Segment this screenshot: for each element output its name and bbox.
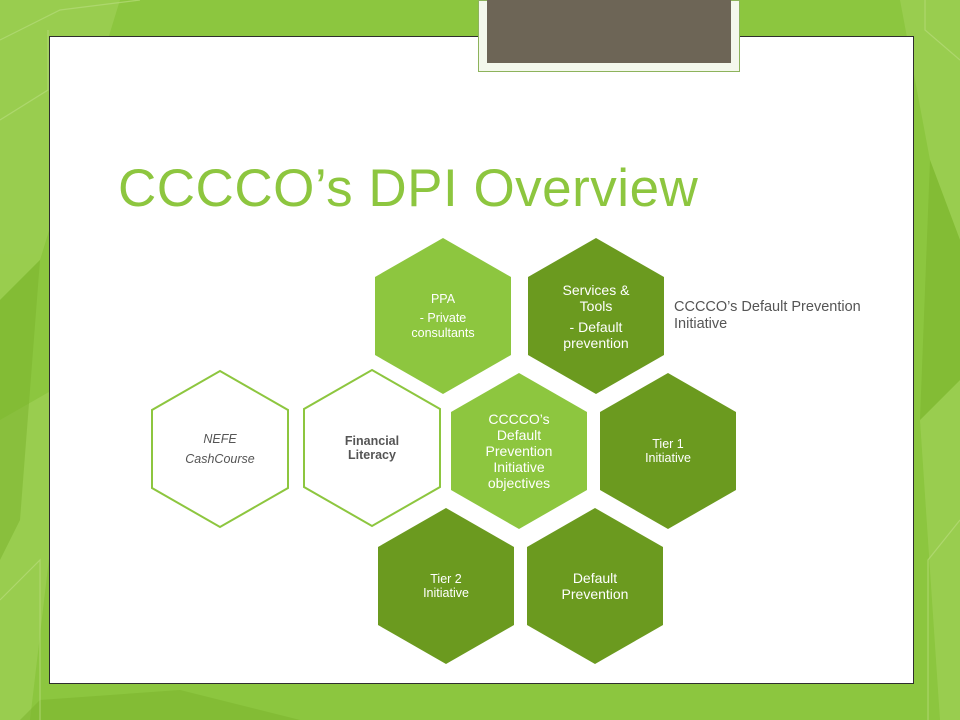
- hex-ppa-line: consultants: [411, 325, 475, 340]
- hex-services-tools-line: Services &: [562, 281, 630, 298]
- hex-financial-literacy: [303, 368, 441, 528]
- hex-nefe: [151, 369, 289, 529]
- hex-ppa: [375, 238, 511, 394]
- hex-default-prevention-line: Prevention: [561, 586, 629, 602]
- hex-tier-2: [378, 508, 514, 664]
- hex-center-objectives-line: Initiative: [493, 459, 545, 475]
- hex-financial-literacy-line: Financial: [344, 433, 400, 448]
- hex-ppa-line: PPA: [430, 291, 456, 306]
- hex-services-tools-line: prevention: [563, 334, 629, 351]
- hex-nefe-label: NEFE CashCourse: [165, 389, 275, 509]
- hex-tier-2-line: Initiative: [423, 586, 469, 600]
- hex-default-prevention: [527, 508, 663, 664]
- hex-tier-1: [600, 373, 736, 529]
- hex-center-objectives-line: Default: [496, 427, 542, 443]
- hex-services-tools: [528, 238, 664, 394]
- hex-services-tools-line: - Default: [569, 318, 623, 335]
- hex-nefe-line: NEFE: [203, 432, 237, 446]
- hex-nefe-line: CashCourse: [185, 451, 255, 466]
- hex-tier-1-line: Tier 1: [652, 436, 684, 451]
- hex-services-tools-line: Tools: [579, 297, 613, 314]
- hex-center-objectives-line: objectives: [487, 475, 551, 491]
- hex-tier-2-line: Tier 2: [430, 571, 462, 586]
- header-tab: [487, 0, 731, 63]
- slide-title: CCCCO’s DPI Overview: [118, 159, 699, 218]
- hex-ppa-line: - Private: [419, 311, 467, 326]
- hex-tier-1-line: Initiative: [645, 451, 691, 465]
- hex-financial-literacy-line: Literacy: [348, 448, 396, 462]
- hex-center-objectives: [451, 373, 587, 529]
- hex-center-objectives-line: Prevention: [485, 443, 553, 459]
- hex-default-prevention-line: Default: [572, 570, 618, 586]
- hex-center-objectives-line: CCCCO’s: [488, 411, 550, 427]
- diagram-caption: CCCCO’s Default Prevention Initiative: [674, 299, 861, 332]
